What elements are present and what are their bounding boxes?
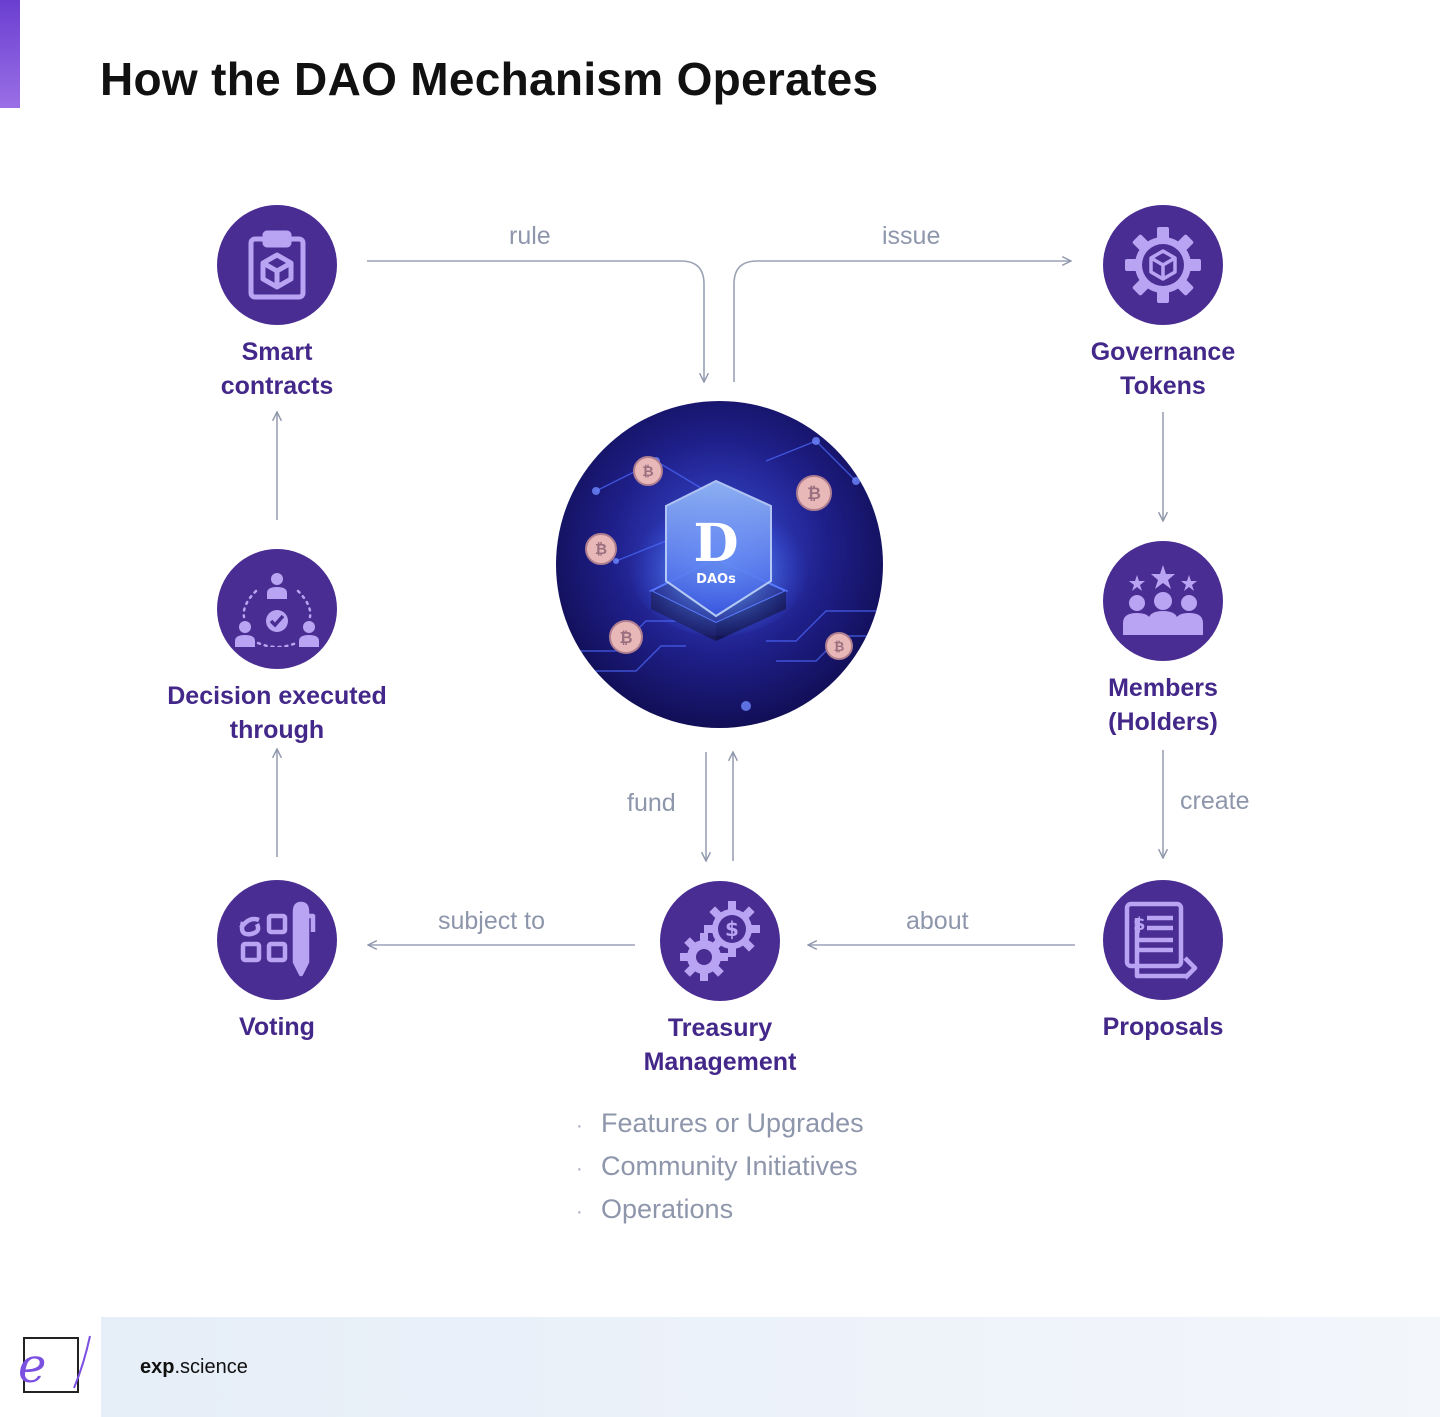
ballot-pen-icon xyxy=(217,880,337,1000)
clipboard-cube-icon xyxy=(217,205,337,325)
svg-text:₿: ₿ xyxy=(642,464,653,480)
node-label: Decision executed through xyxy=(167,682,387,744)
node-smart-contracts: Smart contracts xyxy=(147,205,407,403)
svg-text:D: D xyxy=(693,513,738,574)
svg-text:DAOs: DAOs xyxy=(696,572,736,587)
dao-hub-image: D DAOs ₿ ₿ ₿ ₿ ₿ xyxy=(556,401,883,728)
footer-band xyxy=(101,1317,1440,1417)
gear-cube-icon xyxy=(1103,205,1223,325)
list-item: ·Features or Upgrades xyxy=(576,1108,864,1138)
list-item: ·Community Initiatives xyxy=(576,1151,858,1181)
node-label: Governance Tokens xyxy=(1090,338,1236,400)
svg-text:₿: ₿ xyxy=(834,640,845,655)
node-label: Voting xyxy=(239,1013,315,1041)
brand-name[interactable]: exp.science xyxy=(140,1356,248,1378)
edge-label-rule: rule xyxy=(509,222,551,250)
page-title: How the DAO Mechanism Operates xyxy=(100,53,879,105)
edge-label-fund: fund xyxy=(627,789,676,817)
edge-label-about: about xyxy=(906,907,969,935)
node-decision: Decision executed through xyxy=(147,549,407,747)
svg-text:₿: ₿ xyxy=(619,628,632,647)
edge-issue xyxy=(733,261,1071,382)
node-label: Members (Holders) xyxy=(1108,674,1218,736)
list-item: ·Operations xyxy=(576,1194,734,1224)
exp-science-logo-icon: e xyxy=(18,1335,91,1394)
svg-text:$: $ xyxy=(1133,914,1146,935)
document-dollar-icon: $ xyxy=(1103,880,1223,1000)
node-label: Smart contracts xyxy=(220,338,334,400)
svg-text:₿: ₿ xyxy=(807,484,821,504)
accent-bar xyxy=(0,0,20,108)
edge-label-create: create xyxy=(1180,787,1250,815)
people-stars-icon xyxy=(1103,541,1223,661)
svg-text:e: e xyxy=(18,1338,46,1394)
edge-label-subject-to: subject to xyxy=(438,907,546,935)
edge-label-issue: issue xyxy=(882,222,941,250)
dao-chip-icon: D DAOs ₿ ₿ ₿ ₿ ₿ xyxy=(556,401,883,728)
svg-text:$: $ xyxy=(725,917,739,941)
node-members: Members (Holders) xyxy=(1033,541,1293,739)
team-consensus-icon xyxy=(217,549,337,669)
node-treasury: $ Treasury Management xyxy=(590,881,850,1079)
node-label: Proposals xyxy=(1102,1013,1224,1041)
node-proposals: $ Proposals xyxy=(1033,880,1293,1044)
node-label: Treasury Management xyxy=(643,1014,797,1076)
node-governance-tokens: Governance Tokens xyxy=(1033,205,1293,403)
treasury-items-list: ·Features or Upgrades ·Community Initiat… xyxy=(576,1103,864,1232)
svg-text:₿: ₿ xyxy=(595,540,607,558)
gears-dollar-icon: $ xyxy=(660,881,780,1001)
node-voting: Voting xyxy=(147,880,407,1044)
edge-rule xyxy=(367,260,704,382)
